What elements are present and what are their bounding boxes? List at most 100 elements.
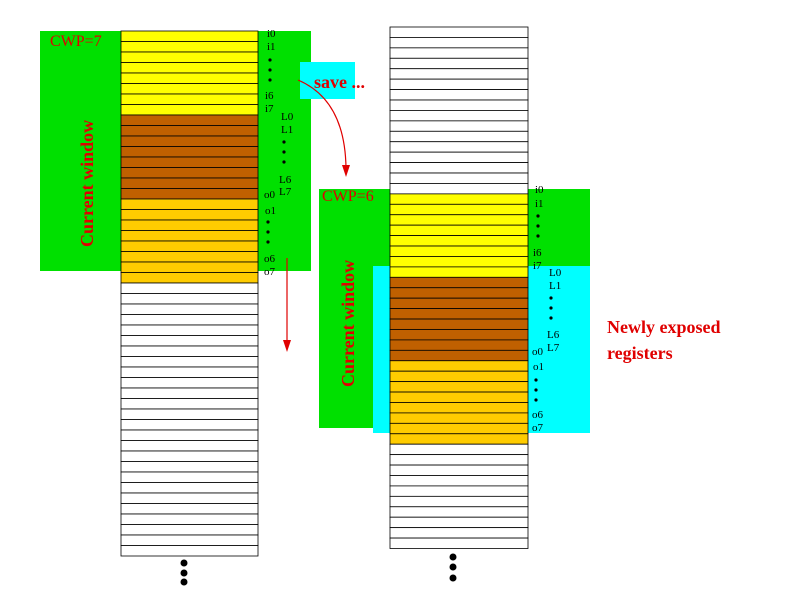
right-register-in-row: [389, 214, 529, 226]
left-register-empty-row: [120, 398, 259, 410]
right-i7-label: i7: [533, 260, 542, 272]
right-register-local-row: [389, 276, 529, 289]
left-register-empty-row: [120, 345, 259, 357]
left-register-out-row: [120, 261, 259, 273]
right-register-local-row: [389, 308, 529, 320]
left-register-empty-row: [120, 419, 259, 431]
right-l0-label: L0: [549, 267, 562, 279]
left-register-empty-row: [120, 513, 259, 525]
left-register-out-row: [120, 219, 259, 231]
right-register-empty-row: [389, 68, 529, 80]
right-register-in-row: [389, 224, 529, 236]
ellipsis-dots-icon: [180, 553, 457, 586]
right-l1-label: L1: [549, 280, 561, 292]
right-register-empty-row: [389, 172, 529, 184]
left-register-empty-row: [120, 440, 259, 452]
left-register-out-row: [120, 272, 259, 284]
left-register-empty-row: [120, 356, 259, 368]
left-i7-label: i7: [265, 103, 274, 115]
register-elision-dots: [266, 58, 553, 402]
right-register-empty-row: [389, 130, 529, 143]
right-register-empty-row: [389, 162, 529, 174]
left-register-local-row: [120, 135, 259, 147]
right-register-empty-row: [389, 183, 529, 195]
right-i0-label: i0: [535, 184, 544, 196]
left-register-empty-row: [120, 450, 259, 462]
right-o6-label: o6: [532, 409, 544, 421]
right-register-local-row: [389, 287, 529, 299]
left-register-empty-row: [120, 503, 259, 515]
left-register-local-row: [120, 177, 259, 189]
left-l6-label: L6: [279, 174, 292, 186]
left-register-empty-row: [120, 366, 259, 378]
right-register-local-row: [389, 318, 529, 330]
left-o7-label: o7: [264, 266, 276, 278]
left-o6-label: o6: [264, 253, 276, 265]
left-register-empty-row: [120, 293, 259, 305]
left-register-empty-row: [120, 387, 259, 399]
left-register-in-row: [120, 30, 259, 42]
right-register-out-row: [389, 360, 529, 372]
right-l7-label: L7: [547, 342, 560, 354]
left-register-stack: [120, 30, 259, 557]
left-register-empty-row: [120, 534, 259, 546]
left-register-empty-row: [120, 461, 259, 473]
right-register-empty-row: [389, 26, 529, 38]
down-arrow-icon: [283, 258, 291, 352]
left-register-local-row: [120, 156, 259, 168]
right-register-in-row: [389, 235, 529, 247]
left-register-empty-row: [120, 303, 259, 315]
right-l6-label: L6: [547, 329, 560, 341]
right-register-in-row: [389, 203, 529, 216]
right-register-empty-row: [389, 506, 529, 518]
left-register-local-row: [120, 167, 259, 179]
right-register-out-row: [389, 433, 529, 445]
left-register-out-row: [120, 209, 259, 221]
right-register-empty-row: [389, 141, 529, 153]
right-register-out-row: [389, 391, 529, 403]
left-register-empty-row: [120, 314, 259, 326]
left-register-local-row: [120, 125, 259, 137]
left-register-empty-row: [120, 524, 259, 536]
left-register-empty-row: [120, 471, 259, 483]
right-o1-label: o1: [533, 361, 544, 373]
right-register-empty-row: [389, 110, 529, 122]
right-register-in-row: [389, 266, 529, 278]
right-register-empty-row: [389, 151, 529, 163]
right-i1-label: i1: [535, 198, 544, 210]
right-register-in-row: [389, 245, 529, 257]
left-register-empty-row: [120, 282, 259, 294]
right-register-empty-row: [389, 120, 529, 132]
right-i6-label: i6: [533, 247, 542, 259]
right-register-empty-row: [389, 537, 529, 549]
left-register-out-row: [120, 198, 259, 210]
right-register-in-row: [389, 256, 529, 268]
right-cwp-label: CWP=6: [322, 188, 374, 205]
right-register-empty-row: [389, 47, 529, 59]
left-o0-label: o0: [264, 189, 276, 201]
save-label-box: [300, 62, 355, 99]
left-register-empty-row: [120, 482, 259, 494]
right-register-empty-row: [389, 78, 529, 90]
save-label: save ...: [314, 72, 365, 92]
left-register-empty-row: [120, 335, 259, 347]
left-register-in-row: [120, 51, 259, 63]
left-register-empty-row: [120, 408, 259, 420]
left-register-local-row: [120, 146, 259, 158]
left-register-out-row: [120, 230, 259, 242]
right-o7-label: o7: [532, 422, 544, 434]
left-o1-label: o1: [265, 205, 276, 217]
right-register-names: i0 i1 i6 i7 L0 L1 L6 L7 o0 o1 o6 o7: [532, 184, 562, 434]
right-register-out-row: [389, 370, 529, 383]
right-register-local-row: [389, 329, 529, 341]
left-register-in-row: [120, 72, 259, 84]
right-o0-label: o0: [532, 346, 544, 358]
right-register-local-row: [389, 339, 529, 351]
right-window-label: Current window: [338, 260, 358, 387]
left-i0-label: i0: [267, 28, 276, 40]
left-window-label: Current window: [77, 120, 97, 247]
left-register-empty-row: [120, 545, 259, 557]
right-register-empty-row: [389, 527, 529, 539]
left-l7-label: L7: [279, 186, 292, 198]
